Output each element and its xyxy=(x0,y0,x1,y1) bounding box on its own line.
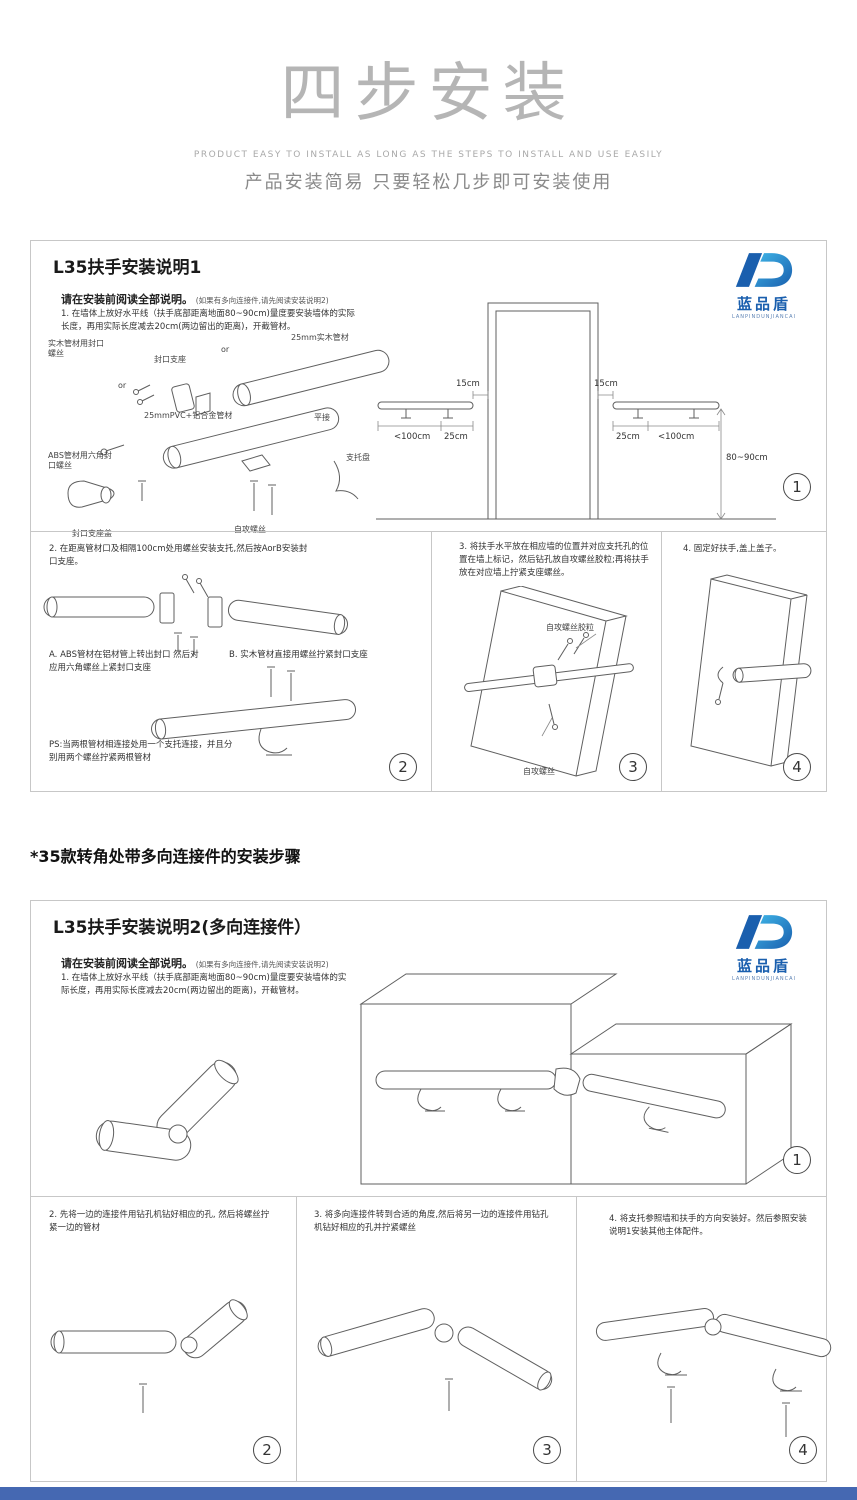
label-wood-screw: 实木管材用封口螺丝 xyxy=(48,339,104,358)
footer-blue-bar xyxy=(0,1487,857,1500)
label-tapping-screw: 自攻螺丝 xyxy=(234,525,266,534)
label-or-1: or xyxy=(221,345,230,354)
parts-exploded-diagram: 实木管材用封口螺丝 封口支座 or 25mm实木管材 or 25mmPVC+铝合… xyxy=(46,333,416,548)
step3-text: 3. 将扶手水平放在相应墙的位置并对应支托孔的位置在墙上标记，然后钻孔放自攻螺丝… xyxy=(459,542,649,579)
section2-intro-lead: 请在安装前阅读全部说明。 xyxy=(61,957,193,970)
step3-art xyxy=(464,585,634,777)
step3-badge: 3 xyxy=(619,753,647,781)
section1-intro-lead: 请在安装前阅读全部说明。 xyxy=(61,293,193,306)
label-joint: 平接 xyxy=(314,413,330,422)
s2-step1-badge: 1 xyxy=(783,1146,811,1174)
parts-exploded-art xyxy=(67,349,390,515)
section1-panel: L35扶手安装说明1 蓝品盾 LANPINDUNJIANCAI 请在安装前阅读全… xyxy=(30,240,827,792)
section2-intro-body: 1. 在墙体上放好水平线（扶手底部距离地面80~90cm)量度要安装墙体的实际长… xyxy=(61,973,347,997)
s2-step3-text: 3. 将多向连接件转到合适的角度,然后将另一边的连接件用钻孔机钻好相应的孔并拧紧… xyxy=(314,1210,549,1234)
step1-badge: 1 xyxy=(783,473,811,501)
step4-art xyxy=(690,574,812,767)
step2-label-a: A. ABS管材在铝材管上转出封口 然后对应用六角螺丝上紧封口支座 xyxy=(49,650,199,674)
step3-diagram xyxy=(446,585,651,781)
label-pvc-tube: 25mmPVC+铝合金管材 xyxy=(144,411,233,420)
section2-vdivider-1 xyxy=(296,1196,297,1481)
dim-25cm-left: 25cm xyxy=(444,432,468,442)
s2-step2-diagram xyxy=(43,1261,283,1441)
label-abs-screw: ABS管材用六角封口螺丝 xyxy=(48,451,112,470)
wall-elevation-diagram: 15cm 15cm <100cm 25cm 25cm <100cm 80~90c… xyxy=(376,291,811,526)
wall-elevation-art xyxy=(376,302,776,520)
step2-badge: 2 xyxy=(389,753,417,781)
brand-logo-icon-2 xyxy=(735,915,793,949)
middle-heading: *35款转角处带多向连接件的安装步骤 xyxy=(30,847,301,866)
step4-text: 4. 固定好扶手,盖上盖子。 xyxy=(683,544,782,554)
corner-wall-art xyxy=(359,973,793,1185)
s2-step2-text: 2. 先将一边的连接件用钻孔机钻好相应的孔, 然后将螺丝拧紧一边的管材 xyxy=(49,1210,270,1234)
label-seal-bracket: 封口支座 xyxy=(154,355,186,364)
brand-name: 蓝品盾 xyxy=(736,295,791,313)
section2-vdivider-2 xyxy=(576,1196,577,1481)
section1-vdivider-1 xyxy=(431,531,432,791)
section2-title: L35扶手安装说明2(多向连接件） xyxy=(53,918,312,938)
step2-ps: PS:当两根管材相连接处用一个支托连接，并且分别用两个螺丝拧紧两根管材 xyxy=(49,740,233,764)
s2-step2-badge: 2 xyxy=(253,1436,281,1464)
corner-connector-art xyxy=(95,1059,239,1161)
section1-hdivider xyxy=(31,531,826,532)
section1-intro-note: (如果有多向连接件,请先阅读安装说明2) xyxy=(195,296,329,305)
section1-title: L35扶手安装说明1 xyxy=(53,258,202,278)
section1-intro: 请在安装前阅读全部说明。 (如果有多向连接件,请先阅读安装说明2) 1. 在墙体… xyxy=(61,291,361,335)
step2-art xyxy=(43,574,357,756)
corner-connector-diagram xyxy=(86,1031,286,1181)
step4-badge: 4 xyxy=(783,753,811,781)
brand-subname-2: LANPINDUNJIANCAI xyxy=(731,976,797,982)
dim-15cm-left: 15cm xyxy=(456,379,480,389)
section1-intro-body: 1. 在墙体上放好水平线（扶手底部距离地面80~90cm)量度要安装墙体的实际长… xyxy=(61,309,355,333)
s2-step4-art xyxy=(595,1307,832,1437)
label-wood-tube: 25mm实木管材 xyxy=(291,333,349,342)
step2-diagram xyxy=(36,569,426,769)
label-seal-cover: 封口支座盖 xyxy=(72,529,112,538)
section1-vdivider-2 xyxy=(661,531,662,791)
section2-panel: L35扶手安装说明2(多向连接件） 蓝品盾 LANPINDUNJIANCAI 请… xyxy=(30,900,832,1482)
dim-15cm-right: 15cm xyxy=(594,379,618,389)
brand-logo-icon xyxy=(735,253,793,287)
dim-lt100-right: <100cm xyxy=(658,432,695,442)
brand-name-2: 蓝品盾 xyxy=(736,957,791,975)
dim-height: 80~90cm xyxy=(726,453,768,463)
s2-step3-badge: 3 xyxy=(533,1436,561,1464)
label-or-2: or xyxy=(118,381,127,390)
s2-step4-badge: 4 xyxy=(789,1436,817,1464)
label-anchor-plug: 自攻螺丝胶粒 xyxy=(546,623,594,632)
step4-diagram xyxy=(671,571,821,771)
step2-label-b: B. 实木管材直接用螺丝拧紧封口支座 xyxy=(229,650,368,660)
step2-text: 2. 在距离管材口及相隔100cm处用螺丝安装支托,然后按AorB安装封口支座。 xyxy=(49,544,308,568)
dim-25cm-right: 25cm xyxy=(616,432,640,442)
subtitle-cn: 产品安装简易 只要轻松几步即可安装使用 xyxy=(244,172,613,193)
s2-step4-text: 4. 将支托参照墙和扶手的方向安装好。然后参照安装说明1安装其他主体配件。 xyxy=(609,1214,807,1238)
s2-step3-art xyxy=(317,1308,553,1411)
brand-subname: LANPINDUNJIANCAI xyxy=(731,314,797,320)
s2-step3-diagram xyxy=(311,1261,561,1441)
s2-step2-art xyxy=(50,1299,248,1413)
section2-intro: 请在安装前阅读全部说明。 (如果有多向连接件,请先阅读安装说明2) 1. 在墙体… xyxy=(61,955,351,999)
section2-hdivider xyxy=(31,1196,826,1197)
label-tapping-screw-2: 自攻螺丝 xyxy=(523,767,555,776)
label-support-tray: 支托盘 xyxy=(346,453,370,462)
section2-intro-note: (如果有多向连接件,请先阅读安装说明2) xyxy=(195,960,329,969)
subtitle-en: PRODUCT EASY TO INSTALL AS LONG AS THE S… xyxy=(193,150,664,160)
dim-lt100-left: <100cm xyxy=(394,432,431,442)
corner-wall-diagram xyxy=(291,959,811,1194)
brand-logo: 蓝品盾 LANPINDUNJIANCAI xyxy=(716,251,812,320)
brand-logo-2: 蓝品盾 LANPINDUNJIANCAI xyxy=(716,913,812,982)
page-title: 四步安装 xyxy=(280,57,577,131)
s2-step4-diagram xyxy=(591,1261,841,1446)
